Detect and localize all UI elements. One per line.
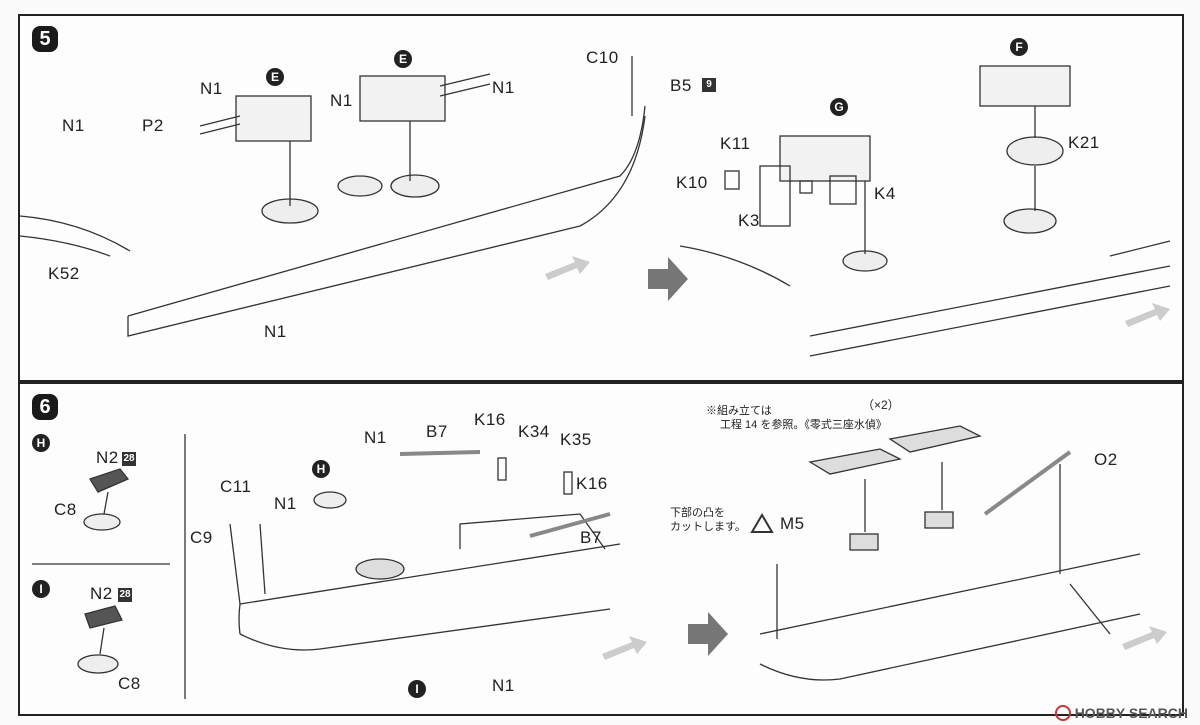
ref-box-n2-i: 28 <box>118 588 132 602</box>
step-number: 5 <box>32 26 58 52</box>
label-c8-h: C8 <box>54 500 77 519</box>
label-c11: C11 <box>220 477 252 496</box>
label-k16-b: K16 <box>576 474 608 493</box>
warning-icon <box>750 513 774 533</box>
label-k52: K52 <box>48 264 80 283</box>
turret-shape-4 <box>979 65 1071 107</box>
label-c8-i: C8 <box>118 674 141 693</box>
label-k3: K3 <box>738 211 760 230</box>
watermark-logo-icon <box>1054 705 1071 721</box>
ref-box-b5: 9 <box>702 78 716 92</box>
next-arrow <box>648 257 688 301</box>
label-k11: K11 <box>720 134 751 153</box>
cut-note-line1: 下部の凸を <box>670 507 725 519</box>
label-n2-i: N2 <box>90 584 113 603</box>
step-6-illustration <box>32 425 1167 699</box>
label-k35: K35 <box>560 430 592 449</box>
quantity-note: （×2） <box>862 398 900 412</box>
label-n1-a: N1 <box>62 116 85 135</box>
label-k4: K4 <box>874 184 896 203</box>
cut-note-line2: カットします。 <box>670 521 746 533</box>
label-c9: C9 <box>190 528 213 547</box>
label-m5: M5 <box>780 514 805 533</box>
assembly-note-line1: ※組み立ては <box>706 405 772 417</box>
label-k16-a: K16 <box>474 410 506 429</box>
next-arrow <box>688 612 728 656</box>
label-b7-a: B7 <box>426 422 448 441</box>
label-k10: K10 <box>676 173 708 192</box>
label-n1-c: N1 <box>330 91 353 110</box>
step-number: 6 <box>32 394 58 420</box>
step-5-panel: 5 <box>18 14 1184 382</box>
turret-shape-2 <box>359 75 446 122</box>
label-b5: B5 <box>670 76 692 95</box>
marker-e-1: E <box>266 68 284 86</box>
assembly-note-line2: 工程 14 を参照。《零式三座水偵》 <box>720 419 887 431</box>
label-n1-d: N1 <box>492 78 515 97</box>
marker-f: F <box>1010 38 1028 56</box>
step-5-illustration <box>20 56 1171 357</box>
marker-e-2: E <box>394 50 412 68</box>
ref-box-n2-h: 28 <box>122 452 136 466</box>
marker-h-side: H <box>32 434 50 452</box>
marker-i: I <box>408 680 426 698</box>
label-o2: O2 <box>1094 450 1118 469</box>
label-n1-a: N1 <box>274 494 297 513</box>
label-n1-b: N1 <box>364 428 387 447</box>
marker-g: G <box>830 98 848 116</box>
label-n1-e: N1 <box>264 322 287 341</box>
step-6-panel: 6 <box>18 382 1184 716</box>
label-n1-b: N1 <box>200 79 223 98</box>
label-p2: P2 <box>142 116 164 135</box>
label-c10: C10 <box>586 48 619 67</box>
left-hull-deck-line <box>127 105 646 317</box>
marker-i-side: I <box>32 580 50 598</box>
left-hull-side <box>127 115 646 337</box>
turret-shape-1 <box>235 95 312 142</box>
watermark: HOBBY SEARCH <box>1054 705 1188 721</box>
turret-shape-3 <box>779 135 871 182</box>
label-k21: K21 <box>1068 133 1100 152</box>
marker-h: H <box>312 460 330 478</box>
label-n1-c: N1 <box>492 676 515 695</box>
label-b7-b: B7 <box>580 528 602 547</box>
label-n2-h: N2 <box>96 448 119 467</box>
label-k34: K34 <box>518 422 550 441</box>
